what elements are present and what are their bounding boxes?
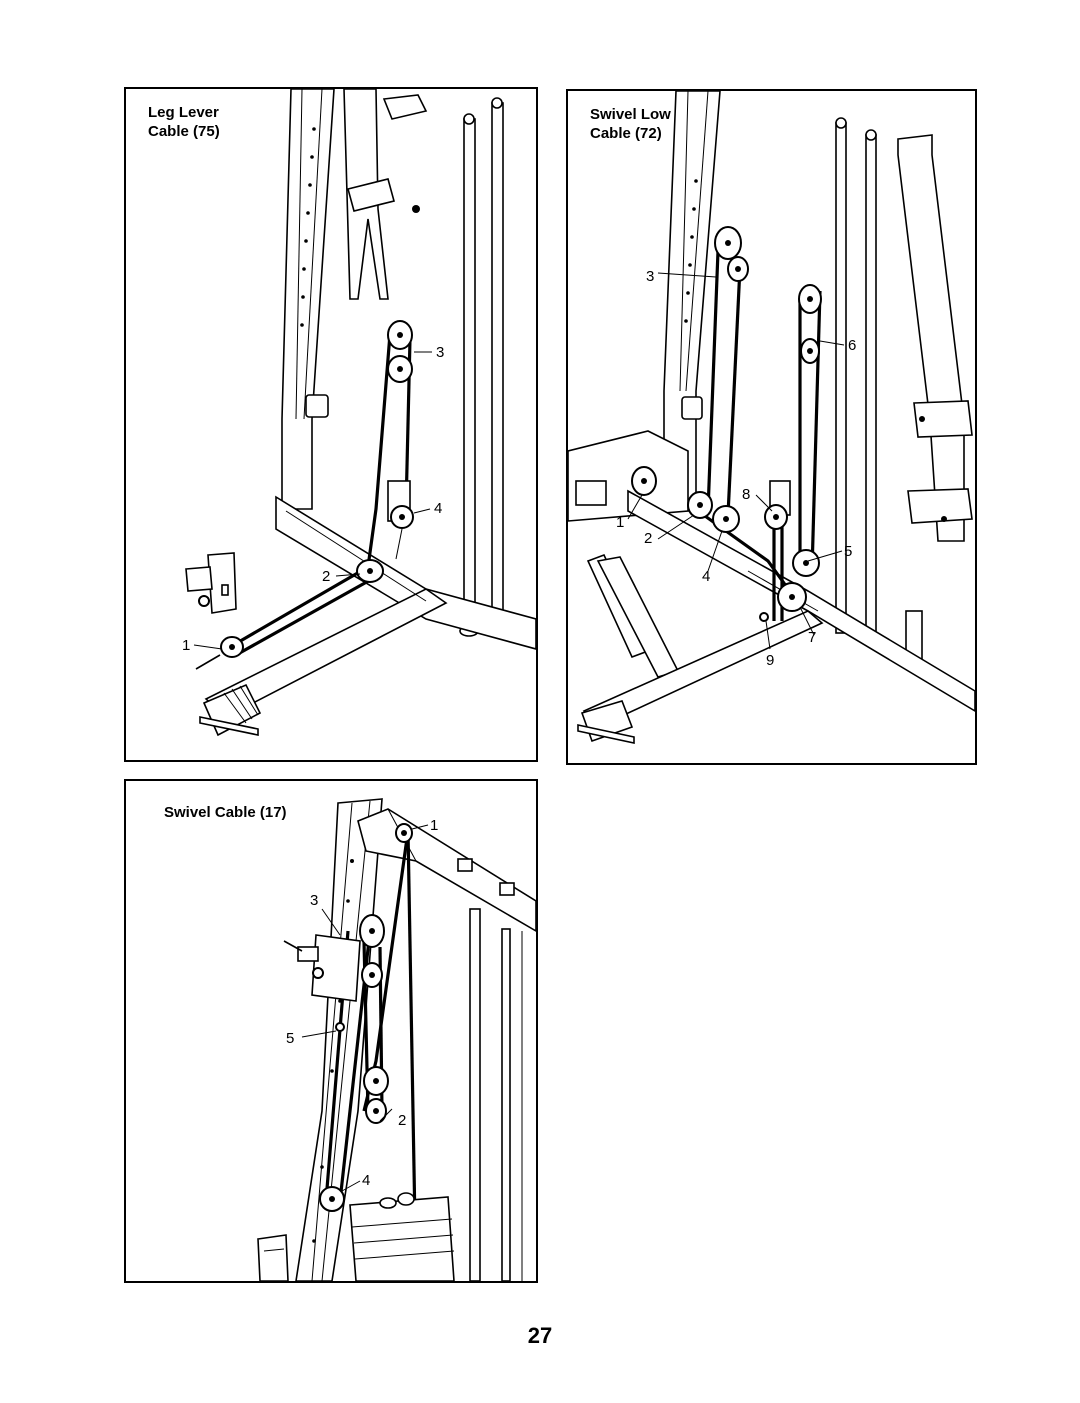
callout-4: 4 [702,568,710,585]
cable-routing [195,320,414,670]
callout-leaders [193,351,432,650]
weight-stack [257,1192,455,1281]
title-line-1: Swivel Cable (17) [164,804,287,821]
leg-lever-arm [343,89,428,300]
callout-3: 3 [436,344,444,361]
callout-1: 1 [616,514,624,531]
lever-bracket [185,552,237,614]
callout-leaders [301,824,429,1192]
upright-frame [281,89,335,510]
callout-2: 2 [644,530,652,547]
callout-4: 4 [362,1172,370,1189]
guide-rods [835,117,877,636]
title-line-2: Cable (72) [590,125,662,142]
callout-leaders [627,272,845,650]
callout-5: 5 [286,1030,294,1047]
panel-swivel-low-cable: Swivel Low Cable (72) [566,89,977,765]
upright-frame [663,91,721,502]
cable-routing [631,226,822,622]
callout-3: 3 [646,268,654,285]
guide-rods [459,97,507,637]
callout-9: 9 [766,652,774,669]
callout-8: 8 [742,486,750,503]
leg-lever-illustration: 1 2 3 4 [182,89,536,737]
panel-title: Leg Lever Cable (75) [148,103,220,141]
callout-6: 6 [848,337,856,354]
right-frame [897,134,973,662]
callout-7: 7 [808,629,816,646]
callout-2: 2 [322,568,330,585]
title-line-1: Swivel Low [590,106,671,123]
swivel-cable-illustration: 1 3 5 2 4 [257,798,536,1281]
panel-title: Swivel Low Cable (72) [590,105,671,143]
page-number: 27 [527,1323,553,1348]
callout-1: 1 [430,817,438,834]
callout-4: 4 [434,500,442,517]
swivel-low-illustration: 3 6 8 1 2 5 4 7 9 [568,91,975,744]
callout-2: 2 [398,1112,406,1129]
swivel-bracket [283,934,361,1002]
panel-title: Swivel Cable (17) [164,803,287,822]
base-frame [199,495,536,737]
callout-1: 1 [182,637,190,654]
panel-leg-lever-cable: Leg Lever Cable (75) [124,87,538,762]
title-line-2: Cable (75) [148,123,220,140]
callout-3: 3 [310,892,318,909]
base-frame [568,430,975,744]
callout-5: 5 [844,543,852,560]
panel-swivel-cable: Swivel Cable (17) [124,779,538,1283]
title-line-1: Leg Lever [148,104,219,121]
